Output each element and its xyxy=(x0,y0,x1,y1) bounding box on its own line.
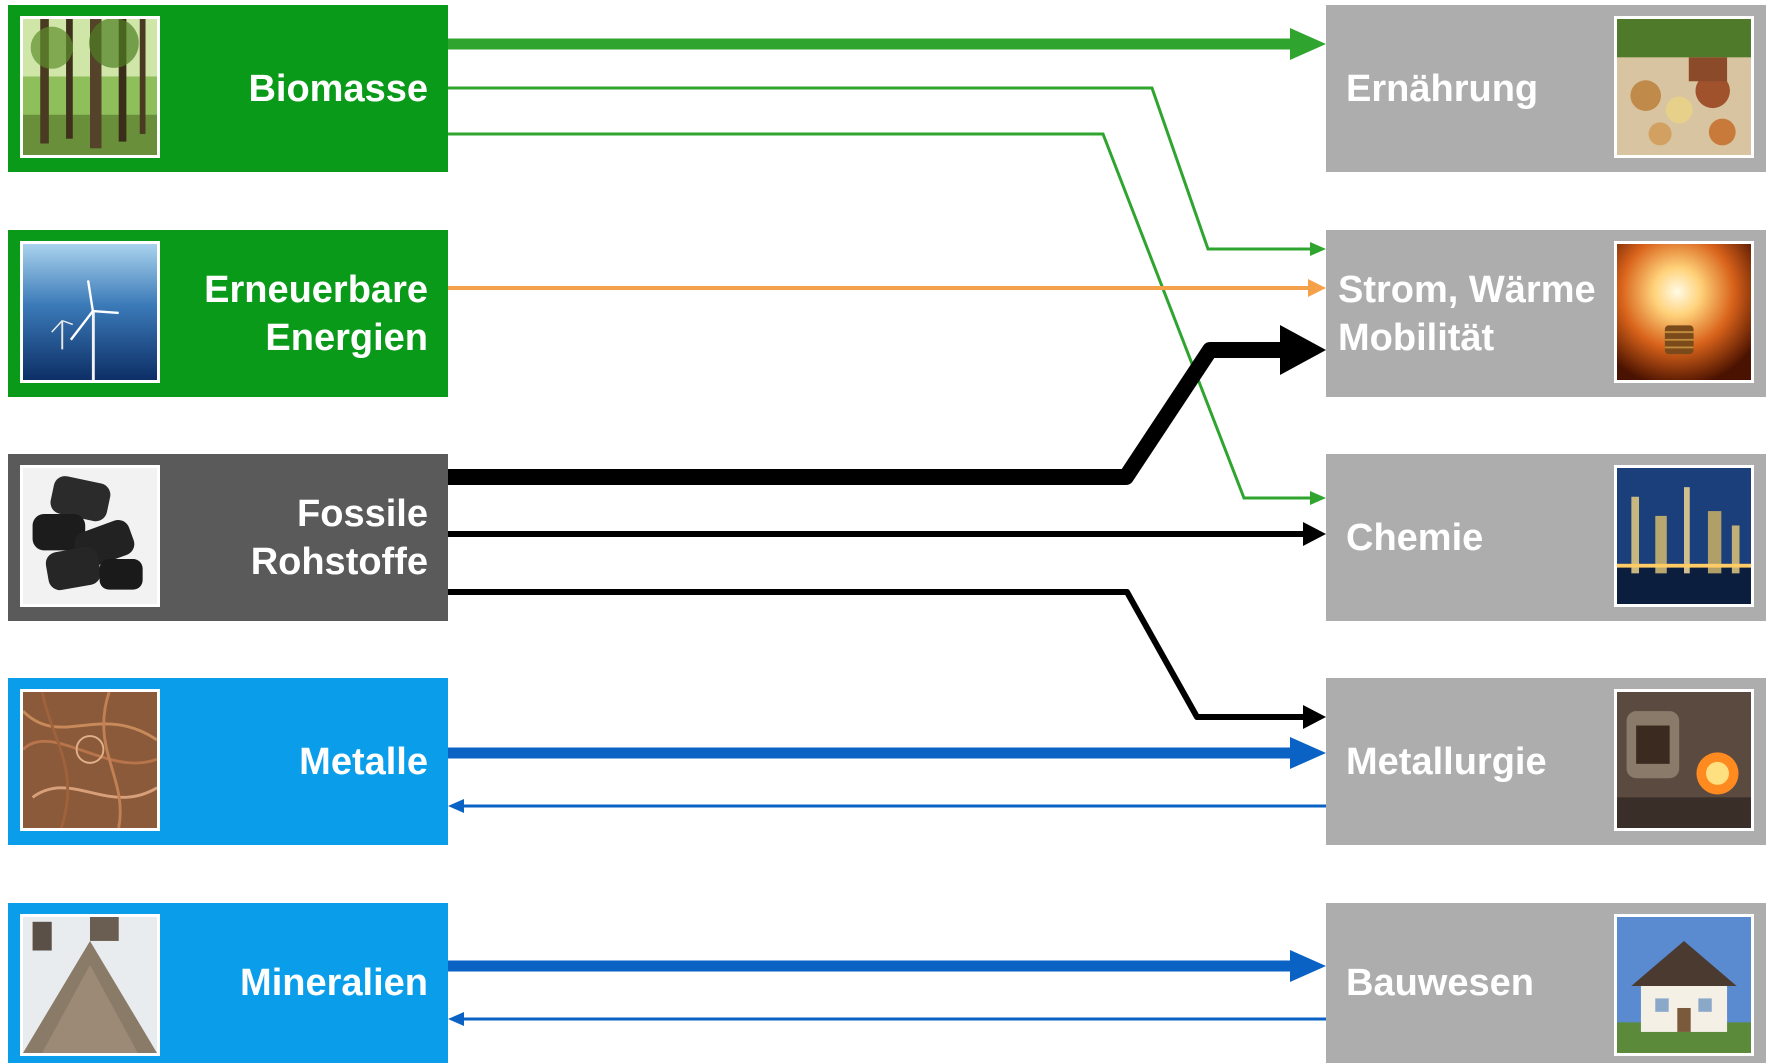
target-ernaehrung: Ernährung xyxy=(1326,5,1766,172)
source-label: Mineralien xyxy=(240,962,428,1004)
wind-turbine-photo-icon xyxy=(20,241,160,383)
source-erneuerbare-energien: Erneuerbare Energien xyxy=(8,230,448,397)
flow-fossile-strom xyxy=(446,325,1326,485)
source-label: Metalle xyxy=(299,740,428,783)
target-label: Chemie xyxy=(1346,516,1484,559)
flow-fossile-chemie xyxy=(446,522,1326,546)
flow-metallurgie-metalle xyxy=(448,799,1326,813)
source-mineralien: Mineralien xyxy=(8,903,448,1063)
source-biomasse: Biomasse xyxy=(8,5,448,172)
target-metallurgie: Metallurgie xyxy=(1326,678,1766,845)
target-label: Bauwesen xyxy=(1346,962,1534,1004)
flow-mineralien-bauwesen xyxy=(446,950,1326,982)
target-chemie: Chemie xyxy=(1326,454,1766,621)
target-bauwesen: Bauwesen xyxy=(1326,903,1766,1063)
flow-biomasse-chemie xyxy=(446,132,1326,505)
scrap-copper-photo-icon xyxy=(20,689,160,831)
source-label: Fossile Rohstoffe xyxy=(250,492,428,583)
steel-mill-photo-icon xyxy=(1614,689,1754,831)
flow-biomasse-ernaehrung xyxy=(446,28,1326,60)
source-label: Erneuerbare Energien xyxy=(204,268,428,359)
flow-fossile-metallurgie xyxy=(446,589,1326,729)
target-label: Ernährung xyxy=(1346,67,1539,110)
source-fossile-rohstoffe: Fossile Rohstoffe xyxy=(8,454,448,621)
source-metalle: Metalle xyxy=(8,678,448,845)
forest-photo-icon xyxy=(20,16,160,158)
source-label: Biomasse xyxy=(248,67,428,110)
target-strom-waerme-mobilitaet: Strom, Wärme Mobilität xyxy=(1326,230,1766,397)
refinery-photo-icon xyxy=(1614,465,1754,607)
charcoal-briquettes-photo-icon xyxy=(20,465,160,607)
flow-erneuerbare-strom xyxy=(446,279,1326,297)
flow-biomasse-strom xyxy=(446,86,1326,256)
flow-bauwesen-mineralien xyxy=(448,1012,1326,1026)
target-label: Strom, Wärme Mobilität xyxy=(1338,268,1596,359)
light-bulb-photo-icon xyxy=(1614,241,1754,383)
target-label: Metallurgie xyxy=(1346,740,1547,783)
gravel-pile-photo-icon xyxy=(20,914,160,1056)
food-photo-icon xyxy=(1614,16,1754,158)
house-photo-icon xyxy=(1614,914,1754,1056)
flow-metalle-metallurgie xyxy=(446,737,1326,769)
